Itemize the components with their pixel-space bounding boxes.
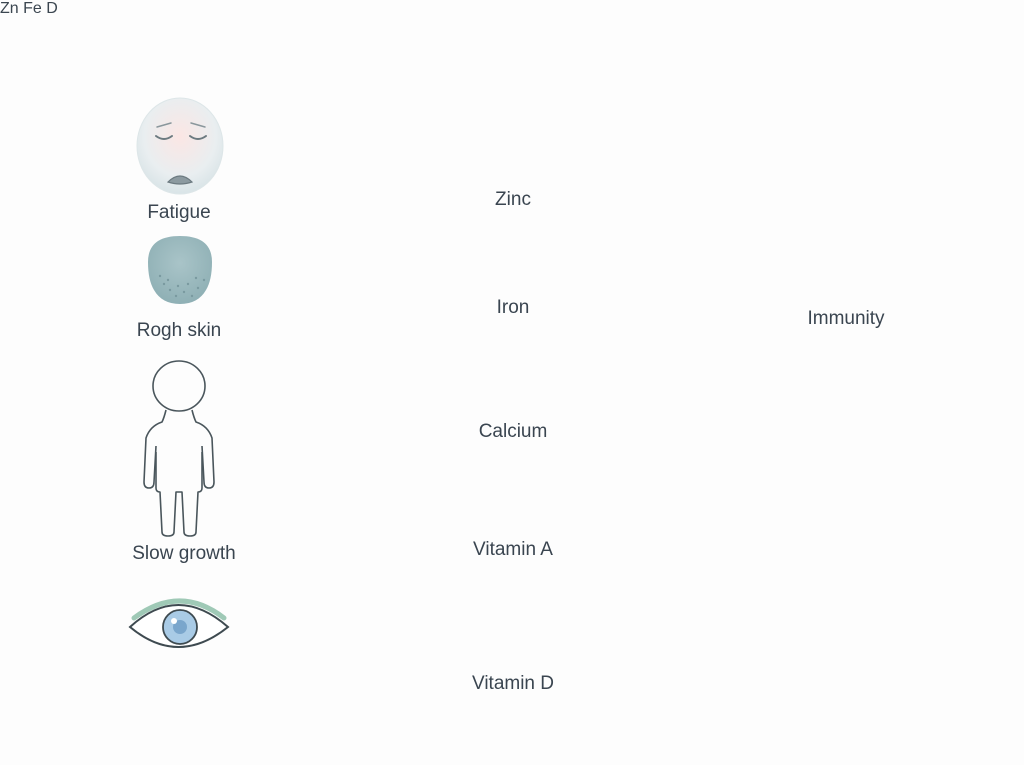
vitamin-d-label: Vitamin D <box>471 673 555 694</box>
rough-skin-label: Rogh skin <box>136 320 222 341</box>
child-body-icon <box>143 360 215 537</box>
rough-skin-head-icon <box>148 236 212 304</box>
slow-growth-label: Slow growth <box>132 543 236 564</box>
fatigue-label: Fatigue <box>147 202 211 223</box>
tired-face-icon <box>136 97 224 195</box>
vitamin-a-label: Vitamin A <box>473 539 553 560</box>
vitamin-d-symbol: D <box>46 0 58 17</box>
iron-label: Iron <box>496 297 530 318</box>
zinc-hexagon-icon: Zn <box>0 0 23 17</box>
zinc-label: Zinc <box>495 189 531 210</box>
iron-symbol: Fe <box>23 0 42 17</box>
calcium-label: Calcium <box>478 421 548 442</box>
eye-icon <box>128 598 230 648</box>
zinc-symbol: Zn <box>0 0 19 17</box>
sun-icon: D <box>46 0 58 17</box>
immunity-label: Immunity <box>807 308 885 329</box>
iron-dumbbell-icon: Fe <box>23 0 46 17</box>
